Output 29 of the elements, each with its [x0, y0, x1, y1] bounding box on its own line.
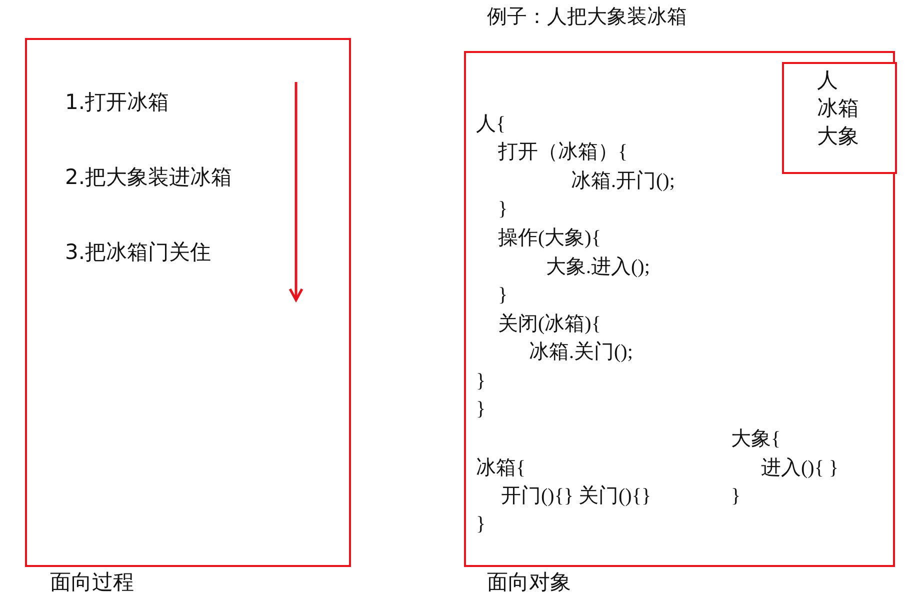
code-line: 进入(){ } — [761, 457, 839, 480]
code-line: } — [476, 398, 486, 421]
step-text: 2.把大象装进冰箱 — [65, 165, 232, 190]
node-label: 面向过程 — [50, 570, 134, 594]
object-box — [782, 62, 897, 174]
code-line: } — [731, 485, 741, 508]
code-line: 人{ — [476, 113, 506, 136]
object-name: 冰箱 — [817, 96, 859, 120]
node-label: 面向对象 — [487, 570, 571, 594]
object-name: 人 — [817, 68, 838, 92]
code-line: 大象.进入(); — [546, 256, 650, 279]
code-line: } — [498, 198, 508, 221]
code-line: 冰箱{ — [476, 457, 526, 480]
code-line: } — [476, 370, 486, 393]
code-line: 冰箱.开门(); — [571, 170, 675, 193]
code-box — [464, 51, 895, 567]
process-box — [25, 38, 351, 567]
object-name: 大象 — [817, 124, 859, 148]
code-line: 操作(大象){ — [498, 227, 601, 250]
code-line: 开门(){} 关门(){} — [501, 485, 652, 508]
code-line: 大象{ — [731, 428, 781, 451]
code-line: 冰箱.关门(); — [529, 341, 633, 364]
code-line: } — [476, 513, 486, 536]
code-line: 打开（冰箱）{ — [498, 141, 628, 164]
step-text: 1.打开冰箱 — [65, 90, 170, 114]
step-text: 3.把冰箱门关住 — [65, 240, 212, 264]
code-line: } — [498, 284, 508, 307]
title: 例子：人把大象装冰箱 — [487, 5, 687, 28]
code-line: 关闭(冰箱){ — [498, 313, 601, 336]
